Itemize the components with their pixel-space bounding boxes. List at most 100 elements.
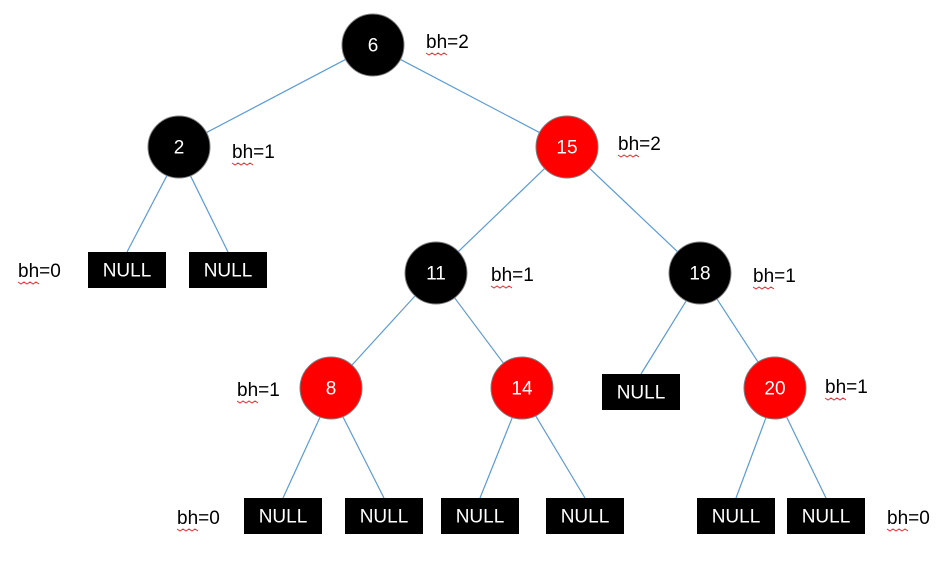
node-key-label: 6	[368, 36, 379, 57]
edge-n15-n18	[589, 167, 678, 253]
spellcheck-underline	[617, 154, 640, 158]
edge-n18-n20	[716, 298, 759, 363]
null-leaf-label: NULL	[103, 261, 152, 282]
edge-n6-n2	[206, 58, 346, 134]
null-leaf: NULL	[697, 498, 775, 534]
black-height-text: bh=2	[618, 134, 661, 155]
black-height-text: bh=1	[491, 265, 534, 286]
black-node-circle	[668, 241, 732, 305]
edge-n15-n11	[457, 168, 546, 252]
tree-node-15: 15	[535, 115, 599, 179]
red-node-circle	[490, 356, 554, 420]
black-height-label: bh=1	[236, 380, 280, 404]
tree-node-14: 14	[490, 356, 554, 420]
null-leaf-label: NULL	[802, 507, 851, 528]
null-leaf: NULL	[189, 252, 267, 288]
tree-node-2: 2	[147, 115, 211, 179]
null-leaf: NULL	[345, 498, 423, 534]
edge-n20-null8	[735, 417, 767, 499]
black-height-label: bh=0	[886, 508, 930, 532]
black-height-label: bh=1	[231, 142, 275, 166]
null-leaf: NULL	[88, 252, 166, 288]
node-key-label: 11	[426, 264, 446, 285]
black-height-label: bh=0	[176, 508, 220, 532]
black-height-labels: bh=2 bh=1 bh=2 bh=0 bh=1 bh=1 bh=1 bh=1 bh=0 bh=0	[17, 32, 930, 532]
tree-node-18: 18	[668, 241, 732, 305]
edge-n8-null4	[282, 416, 321, 499]
spellcheck-underline	[231, 162, 254, 166]
edge-n14-null7	[535, 415, 586, 499]
null-leaf-box	[602, 374, 680, 410]
red-node-circle	[299, 356, 363, 420]
black-node-circle	[404, 241, 468, 305]
edge-n8-null5	[342, 416, 385, 499]
edge-n2-null2	[189, 175, 229, 253]
edge-n18-null3	[640, 300, 687, 375]
black-height-text: bh=1	[237, 380, 280, 401]
black-height-label: bh=1	[824, 377, 868, 401]
null-leaves: NULL NULL NULL NULL NULL NULL NULL NULL NULL	[88, 252, 865, 534]
null-leaf-label: NULL	[712, 507, 761, 528]
null-leaf-box	[244, 498, 322, 534]
null-leaf-label: NULL	[456, 507, 505, 528]
null-leaf: NULL	[546, 498, 624, 534]
black-node-circle	[147, 115, 211, 179]
tree-edges	[126, 58, 827, 499]
black-height-label: bh=1	[752, 266, 796, 290]
node-key-label: 2	[174, 138, 185, 159]
edge-n14-null6	[479, 417, 513, 499]
edge-n6-n15	[400, 58, 540, 134]
null-leaf: NULL	[787, 498, 865, 534]
null-leaf-label: NULL	[561, 507, 610, 528]
edge-n2-null1	[126, 175, 168, 253]
null-leaf-box	[189, 252, 267, 288]
null-leaf-label: NULL	[259, 507, 308, 528]
node-key-label: 18	[689, 264, 710, 285]
edge-n11-n14	[454, 297, 504, 364]
black-height-text: bh=1	[753, 266, 796, 287]
tree-node-11: 11	[404, 241, 468, 305]
black-height-text: bh=0	[18, 261, 61, 282]
spellcheck-underline	[824, 397, 847, 401]
edge-n20-null9	[785, 416, 827, 499]
null-leaf-label: NULL	[360, 507, 409, 528]
null-leaf-label: NULL	[617, 383, 666, 404]
null-leaf-box	[88, 252, 166, 288]
spellcheck-underline	[752, 286, 775, 290]
null-leaf-box	[441, 498, 519, 534]
black-height-text: bh=1	[232, 142, 275, 163]
null-leaf-box	[787, 498, 865, 534]
null-leaf-box	[697, 498, 775, 534]
null-leaf-label: NULL	[204, 261, 253, 282]
tree-node-20: 20	[743, 356, 807, 420]
edge-n11-n8	[351, 295, 416, 366]
null-leaf-box	[546, 498, 624, 534]
node-key-label: 20	[764, 379, 785, 400]
null-leaf: NULL	[602, 374, 680, 410]
black-height-text: bh=1	[825, 377, 868, 398]
node-key-label: 15	[556, 138, 577, 159]
tree-nodes: 6 2 15 11 18 8 14 20	[147, 13, 807, 420]
spellcheck-underline	[490, 285, 513, 289]
spellcheck-underline	[17, 281, 40, 285]
null-leaf-box	[345, 498, 423, 534]
black-height-label: bh=1	[490, 265, 534, 289]
black-height-text: bh=2	[426, 32, 469, 53]
black-height-label: bh=2	[425, 32, 469, 56]
black-height-label: bh=2	[617, 134, 661, 158]
red-node-circle	[535, 115, 599, 179]
black-height-label: bh=0	[17, 261, 61, 285]
node-key-label: 8	[326, 379, 337, 400]
spellcheck-underline	[425, 52, 448, 56]
tree-node-8: 8	[299, 356, 363, 420]
tree-node-6: 6	[341, 13, 405, 77]
black-node-circle	[341, 13, 405, 77]
spellcheck-underline	[886, 528, 909, 532]
spellcheck-underline	[236, 400, 259, 404]
red-node-circle	[743, 356, 807, 420]
node-key-label: 14	[511, 379, 533, 400]
black-height-text: bh=0	[887, 508, 930, 529]
black-height-text: bh=0	[177, 508, 220, 529]
null-leaf: NULL	[441, 498, 519, 534]
